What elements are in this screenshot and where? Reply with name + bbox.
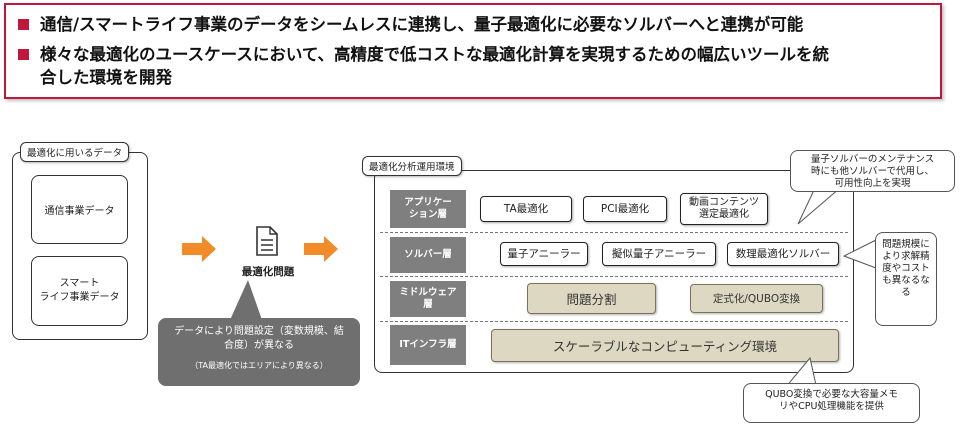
gray-callout-shape [158,280,360,386]
bullet2-line1: 様々な最適化のユースケースにおいて、高精度で低コストな最適化計算を実現するための… [40,45,830,64]
infra-item-compute: スケーラブルなコンピューティング環境 [491,329,839,362]
data-item-smartlife: スマート ライフ事業データ [31,256,128,326]
arrow-right-icon [182,236,216,262]
layer-label-application: アプリケー ション層 [390,190,466,228]
layer-divider [380,232,848,233]
layer-divider [380,321,848,322]
layer-label-infra: ITインフラ層 [390,325,466,365]
problem-label: 最適化問題 [241,266,295,278]
layer-label-solver: ソルバー層 [390,237,466,273]
summary-bullet-2: 様々な最適化のユースケースにおいて、高精度で低コストな最適化計算を実現するための… [18,43,923,89]
solver-item-pseudo-annealer: 擬似量子アニーラー [602,242,716,266]
middleware-item-split: 問題分割 [527,283,656,314]
middleware-item-qubo: 定式化/QUBO変換 [690,284,823,313]
app-item-pci: PCI最適化 [583,196,667,222]
gray-callout-text: データにより問題設定（変数規模、結 合度）が異なる （TA最適化ではエリアにより… [174,326,344,370]
callout-scale: 問題規模に より求解精 度やコスト も異なるな る [875,232,937,326]
bullet-square-icon [18,49,29,60]
bullet-square-icon [18,19,29,30]
summary-bullet-1: 通信/スマートライフ事業のデータをシームレスに連携し、量子最適化に必要なソルバー… [18,13,923,36]
summary-box: 通信/スマートライフ事業のデータをシームレスに連携し、量子最適化に必要なソルバー… [4,3,942,99]
solver-item-math-solver: 数理最適化ソルバー [727,242,839,266]
data-panel-title: 最適化に用いるデータ [20,142,130,162]
data-item-telecom: 通信事業データ [31,175,128,244]
app-item-video: 動画コンテンツ 選定最適化 [680,193,768,225]
callout-pointer [842,239,877,269]
arrow-right-icon [304,236,338,262]
bullet2-line2: 合した環境を開発 [40,68,172,87]
layer-label-middleware: ミドルウェア 層 [390,281,466,317]
solver-item-annealer: 量子アニーラー [500,242,588,266]
callout-maintenance: 量子ソルバーのメンテナンス 時にも他ソルバーで代用し、 可用性向上を実現 [790,150,955,192]
layer-divider [380,276,848,277]
document-icon [256,226,278,256]
env-panel-title: 最適化分析運用環境 [362,156,462,176]
callout-qubo: QUBO変換で必要な大容量メモ リやCPU処理機能を提供 [743,383,920,423]
app-item-ta: TA最適化 [480,196,572,222]
